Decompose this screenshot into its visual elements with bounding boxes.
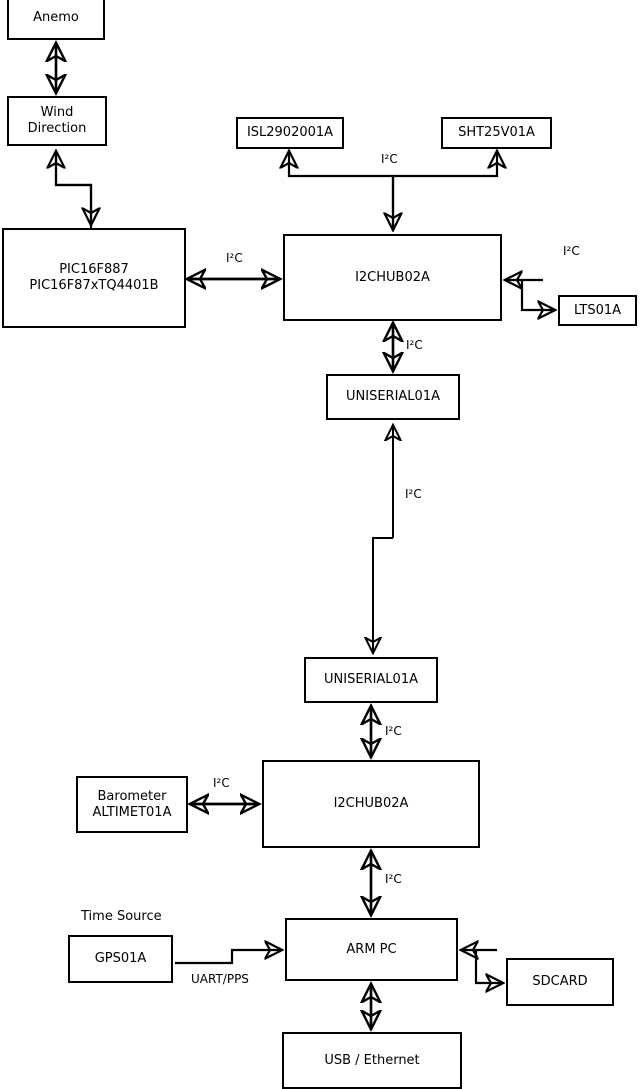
edge-label-gps-to-arm-pc: UART/PPS — [191, 972, 249, 986]
node-i2chub02a-top[interactable]: I2CHUB02A — [283, 234, 502, 321]
edge-label-sensors-bus: I²C — [381, 152, 398, 166]
node-i2chub02a-bottom-label: I2CHUB02A — [333, 796, 409, 811]
edge-label-pic-to-hub: I²C — [226, 251, 243, 265]
node-wind-direction-label: Wind Direction — [27, 105, 87, 136]
node-arm-pc[interactable]: ARM PC — [285, 918, 458, 981]
node-uniserial01a-top[interactable]: UNISERIAL01A — [326, 374, 460, 420]
wire-gps-to-arm-pc — [175, 950, 281, 965]
node-usb-ethernet-label: USB / Ethernet — [324, 1052, 420, 1068]
node-uniserial01a-bottom[interactable]: UNISERIAL01A — [304, 657, 438, 703]
edge-label-hub-to-lts: I²C — [563, 244, 580, 258]
node-wind-direction[interactable]: Wind Direction — [7, 96, 107, 146]
node-uniserial01a-bottom-label: UNISERIAL01A — [324, 672, 418, 687]
node-lts01a[interactable]: LTS01A — [558, 295, 637, 326]
node-arm-pc-label: ARM PC — [346, 941, 397, 957]
wire-arm-pc-to-sdcard — [462, 950, 502, 983]
wire-hub-top-to-sensors — [289, 152, 497, 230]
node-barometer-altimet01a[interactable]: Barometer ALTIMET01A — [76, 776, 188, 833]
edge-label-uniserial-bottom-to-hub: I²C — [385, 724, 402, 738]
label-time-source: Time Source — [81, 909, 162, 924]
node-lts01a-label: LTS01A — [573, 302, 622, 318]
node-sdcard-label: SDCARD — [532, 974, 588, 989]
wire-hub-top-to-lts — [506, 280, 554, 310]
node-pic-microcontroller-label: PIC16F887 PIC16F87xTQ4401B — [29, 262, 159, 293]
node-isl2902001a-label: ISL2902001A — [246, 125, 334, 140]
edge-label-uniserial-link: I²C — [405, 487, 422, 501]
node-isl2902001a[interactable]: ISL2902001A — [236, 117, 344, 149]
wire-uniserial-top-to-bottom — [373, 426, 393, 652]
wire-pic-to-wind-direction — [56, 152, 93, 228]
edge-label-hub-to-uniserial-top: I²C — [406, 338, 423, 352]
node-gps01a-label: GPS01A — [94, 951, 147, 966]
node-sht25v01a[interactable]: SHT25V01A — [441, 117, 552, 149]
wire-wind-direction-to-pic — [54, 152, 91, 224]
node-uniserial01a-top-label: UNISERIAL01A — [346, 389, 440, 404]
node-i2chub02a-bottom[interactable]: I2CHUB02A — [262, 760, 480, 848]
node-anemo[interactable]: Anemo — [7, 0, 105, 40]
edge-label-barometer-to-hub: I²C — [213, 776, 230, 790]
node-i2chub02a-top-label: I2CHUB02A — [355, 269, 430, 285]
node-usb-ethernet[interactable]: USB / Ethernet — [282, 1032, 462, 1089]
node-sdcard[interactable]: SDCARD — [506, 958, 614, 1006]
node-anemo-label: Anemo — [33, 10, 79, 25]
node-pic-microcontroller[interactable]: PIC16F887 PIC16F87xTQ4401B — [2, 228, 186, 328]
edge-label-hub-to-arm-pc: I²C — [385, 872, 402, 886]
node-barometer-altimet01a-label: Barometer ALTIMET01A — [92, 788, 172, 820]
node-gps01a[interactable]: GPS01A — [68, 935, 173, 983]
node-sht25v01a-label: SHT25V01A — [458, 125, 535, 140]
